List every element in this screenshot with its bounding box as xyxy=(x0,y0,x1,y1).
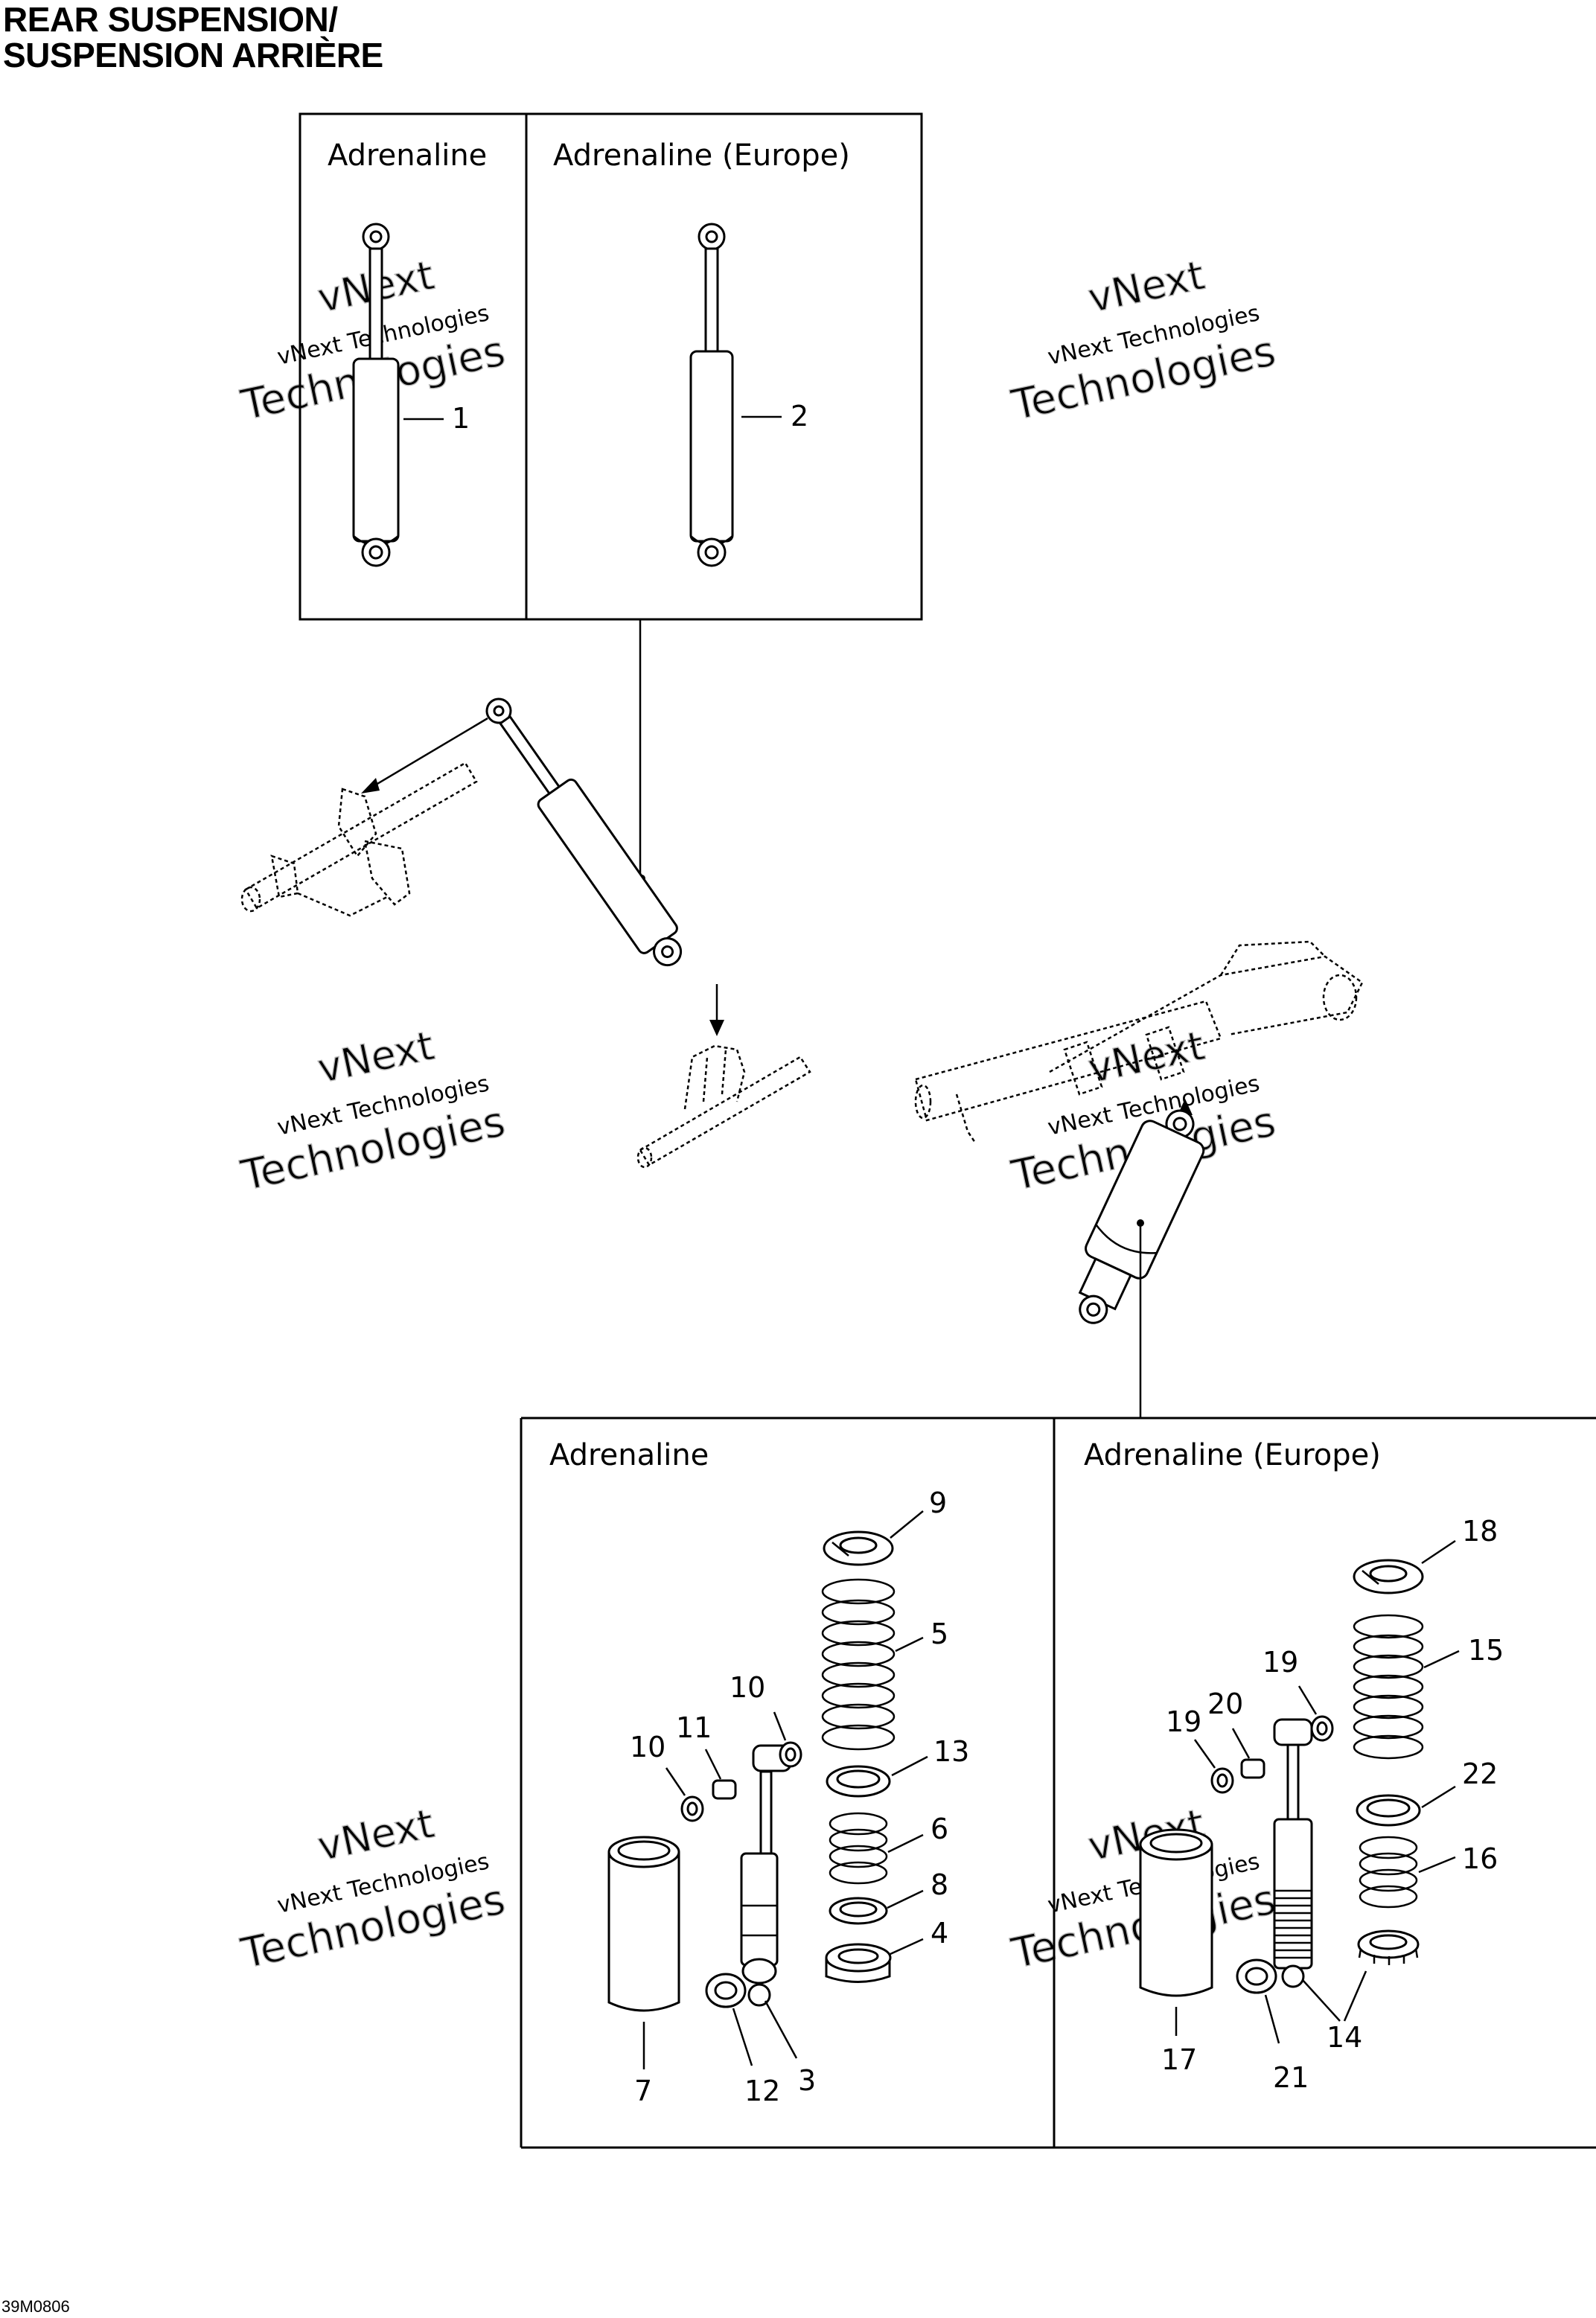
arrow-head xyxy=(361,778,380,794)
spring-retainer-icon xyxy=(1353,1559,1424,1594)
sleeve-icon xyxy=(712,1779,737,1800)
callout-6: 6 xyxy=(931,1813,948,1845)
callout-4: 4 xyxy=(931,1917,948,1950)
callout-9: 9 xyxy=(929,1487,947,1519)
front-arm-assembly xyxy=(240,697,811,1169)
watermark-3: vNext vNext Technologies Technologies xyxy=(236,1021,510,1201)
bushing-icon xyxy=(705,1973,747,2008)
callout-11: 11 xyxy=(676,1711,712,1744)
callout-12: 12 xyxy=(744,2075,780,2107)
washer-icon xyxy=(826,1765,891,1798)
washer-icon xyxy=(1356,1794,1421,1827)
suspension-frame-icon xyxy=(636,1044,811,1169)
callout-17: 17 xyxy=(1161,2043,1197,2076)
coil-spring-icon xyxy=(821,1578,896,1751)
top-panel-group: Adrenaline Adrenaline (Europe) 1 2 xyxy=(299,112,923,882)
callout-10: 10 xyxy=(630,1731,665,1763)
arrow-head xyxy=(709,1020,724,1036)
callout-14: 14 xyxy=(1327,2021,1362,2054)
watermark-text: vNext xyxy=(313,1022,438,1092)
title-line-english: REAR SUSPENSION/ xyxy=(3,0,338,39)
callout-8: 8 xyxy=(931,1868,948,1901)
bushing-icon xyxy=(1210,1767,1234,1794)
callout-3: 3 xyxy=(798,2064,816,2097)
shock-absorber-icon xyxy=(689,223,734,567)
bottom-left-panel-label: Adrenaline xyxy=(549,1438,709,1472)
top-left-panel-label: Adrenaline xyxy=(328,138,487,173)
callout-18: 18 xyxy=(1462,1515,1498,1548)
adjuster-nut-icon xyxy=(1357,1929,1420,1965)
callout-10-top: 10 xyxy=(730,1671,765,1704)
adjuster-collar-icon xyxy=(825,1943,892,1983)
bottom-panel-group: Adrenaline Adrenaline (Europe) 9 5 xyxy=(520,1417,1596,2149)
spring-retainer-icon xyxy=(823,1530,894,1566)
watermark-text: vNext xyxy=(1084,252,1208,322)
watermark-5: vNext vNext Technologies Technologies xyxy=(236,1799,510,1979)
shock-absorber-icon xyxy=(1078,1109,1205,1324)
page-title: REAR SUSPENSION/ SUSPENSION ARRIÈRE xyxy=(3,1,383,73)
callout-20: 20 xyxy=(1207,1688,1243,1720)
suspension-frame-icon xyxy=(914,940,1364,1143)
arrow-line xyxy=(368,717,488,791)
shock-absorber-icon xyxy=(485,697,683,967)
shock-absorber-icon xyxy=(1273,1718,1313,1988)
callout-22: 22 xyxy=(1462,1757,1498,1790)
coil-spring-icon xyxy=(1359,1836,1418,1909)
callout-7: 7 xyxy=(634,2075,652,2107)
callout-16: 16 xyxy=(1462,1842,1498,1875)
callout-15: 15 xyxy=(1468,1634,1504,1667)
suspension-frame-icon xyxy=(240,762,478,917)
dust-boot-icon xyxy=(607,1836,680,2012)
sleeve-icon xyxy=(1240,1758,1265,1779)
bushing-icon xyxy=(1310,1715,1334,1742)
callout-5: 5 xyxy=(931,1618,948,1650)
coil-spring-icon xyxy=(829,1812,888,1885)
callout-13: 13 xyxy=(933,1735,969,1768)
ring-icon xyxy=(829,1897,888,1925)
shock-absorber-icon xyxy=(352,223,400,567)
title-line-french: SUSPENSION ARRIÈRE xyxy=(3,36,383,74)
callout-19: 19 xyxy=(1166,1705,1201,1738)
callout-1: 1 xyxy=(452,402,470,435)
watermark-text: vNext xyxy=(1084,1022,1208,1092)
coil-spring-icon xyxy=(1353,1614,1424,1760)
watermark-6: vNext vNext Technologies Technologies xyxy=(1006,1799,1280,1979)
bushing-icon xyxy=(1236,1958,1277,1994)
bushing-icon xyxy=(779,1741,802,1768)
top-right-panel-label: Adrenaline (Europe) xyxy=(553,138,850,173)
bushing-icon xyxy=(680,1795,704,1822)
drawing-code: 39M0806 xyxy=(1,2297,70,2316)
watermark-2: vNext vNext Technologies Technologies xyxy=(1006,251,1280,430)
callout-19-top: 19 xyxy=(1263,1646,1298,1679)
top-panel-frame xyxy=(299,112,923,621)
bottom-right-panel-label: Adrenaline (Europe) xyxy=(1084,1438,1381,1472)
shock-absorber-icon xyxy=(740,1744,792,2007)
watermark-text: vNext xyxy=(313,1800,438,1870)
rear-arm-assembly xyxy=(914,940,1364,1418)
callout-2: 2 xyxy=(791,400,808,432)
callout-21: 21 xyxy=(1273,2061,1309,2094)
dust-boot-icon xyxy=(1139,1828,1213,1997)
